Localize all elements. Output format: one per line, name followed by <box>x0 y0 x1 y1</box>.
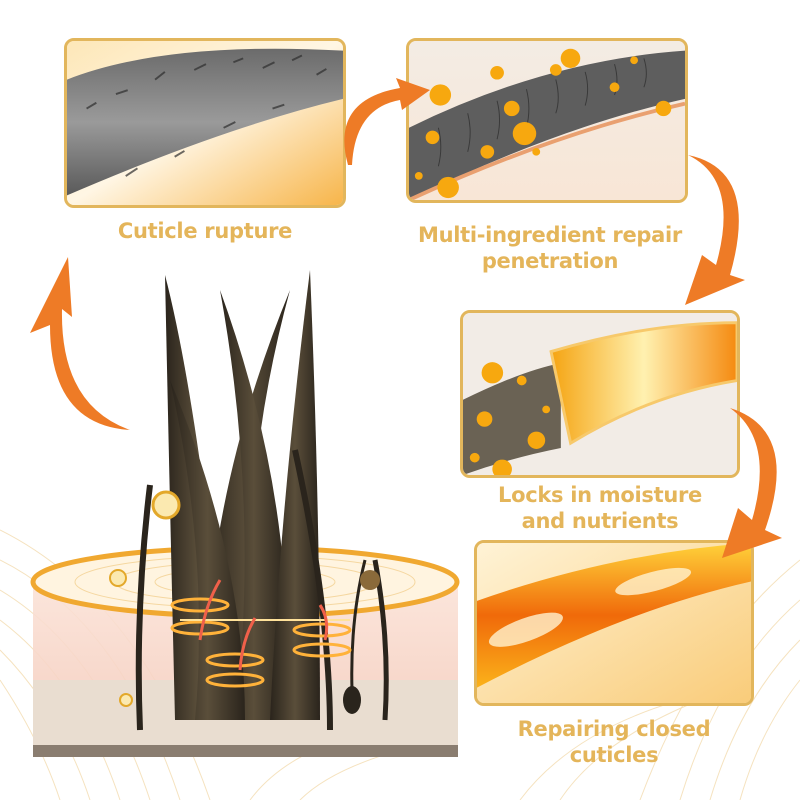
step-1-label: Cuticle rupture <box>117 219 293 243</box>
step-3-image-panel <box>460 310 740 478</box>
step-3-label: Locks in moisture and nutrients <box>460 482 740 534</box>
step-4-image-panel <box>474 540 754 706</box>
arrow-step1-to-step2-icon <box>344 78 430 165</box>
step-4-label: Repairing closed cuticles <box>474 716 754 768</box>
step-4-label-line-2: cuticles <box>569 743 659 767</box>
step-2-image-panel <box>406 38 688 203</box>
step-1-image-panel <box>64 38 346 208</box>
step-4-label-line-1: Repairing closed <box>517 717 711 741</box>
step-2-label: Multi-ingredient repair penetration <box>390 222 710 274</box>
arrow-step2-to-step3-icon <box>685 155 745 305</box>
step-3-label-line-1: Locks in moisture <box>498 483 702 507</box>
nutrient-penetration-image <box>409 41 685 200</box>
arrow-step3-to-step4-icon <box>722 408 782 558</box>
hair-follicle-illustration <box>30 270 460 757</box>
repaired-cuticle-image <box>477 543 751 703</box>
step-2-label-line-2: penetration <box>481 249 619 273</box>
step-2-label-line-1: Multi-ingredient repair <box>417 223 682 247</box>
arrow-step4-to-step1-icon <box>30 257 130 430</box>
step-3-label-line-2: and nutrients <box>521 509 679 533</box>
moisture-lock-image <box>463 313 737 475</box>
damaged-cuticle-image <box>67 41 343 205</box>
